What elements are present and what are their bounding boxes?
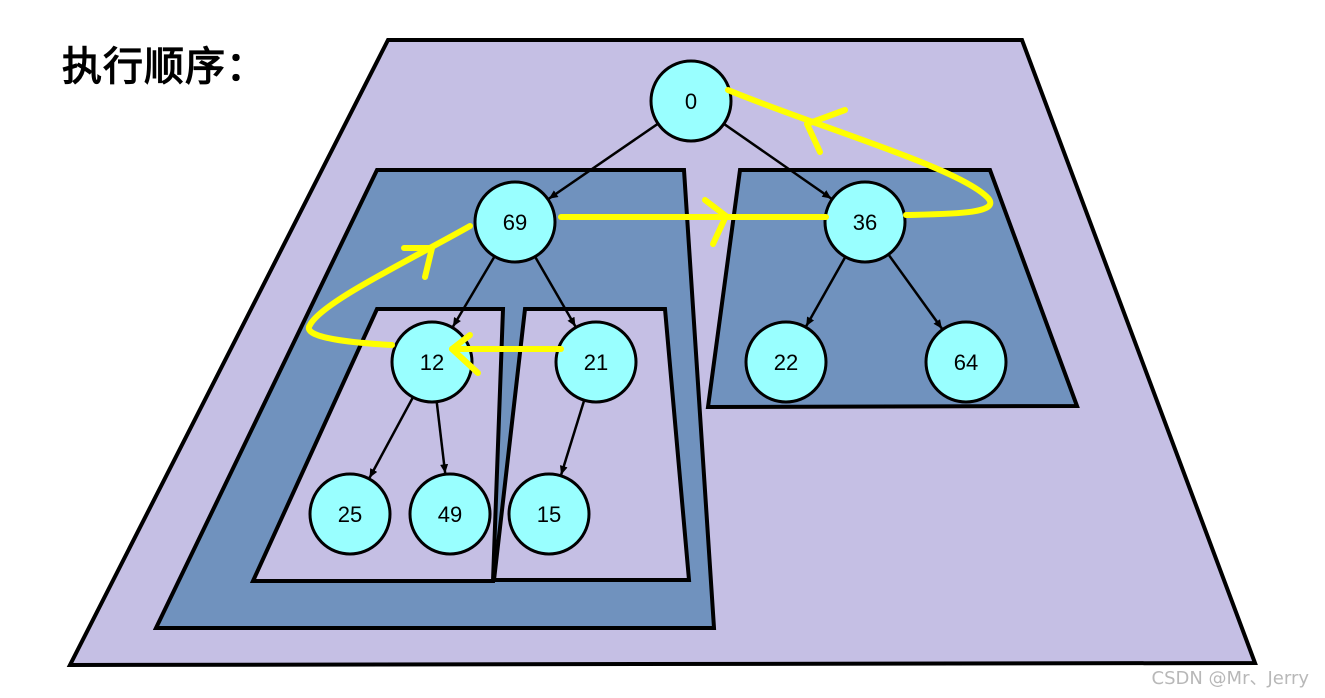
edge-36-to-22 bbox=[805, 256, 847, 327]
tree-node-22: 22 bbox=[744, 320, 828, 404]
tree-nodes: 0 69 36 12 21 22 64 25 49 15 bbox=[308, 59, 1008, 556]
edge-21-to-15 bbox=[559, 399, 586, 476]
tree-node-36: 36 bbox=[823, 180, 907, 264]
edge-0-to-36 bbox=[723, 122, 833, 200]
tree-node-0: 0 bbox=[649, 59, 733, 143]
node-label: 69 bbox=[503, 210, 527, 235]
edge-0-to-69 bbox=[548, 122, 659, 200]
tree-edges bbox=[368, 122, 944, 479]
node-circle bbox=[823, 180, 907, 264]
node-label: 0 bbox=[685, 89, 697, 114]
diagram-title: 执行顺序： bbox=[62, 44, 267, 90]
node-label: 36 bbox=[853, 210, 877, 235]
node-circle bbox=[473, 180, 557, 264]
edge-36-to-64 bbox=[887, 253, 944, 330]
path-segment-12-to-69 bbox=[305, 223, 473, 348]
node-circle bbox=[554, 320, 638, 404]
node-circle bbox=[507, 472, 591, 556]
path-arrow-at-69 bbox=[401, 245, 435, 280]
node-label: 22 bbox=[774, 350, 798, 375]
path-segment-36-to-0 bbox=[725, 87, 994, 218]
tree-node-64: 64 bbox=[924, 320, 1008, 404]
node-label: 25 bbox=[338, 502, 362, 527]
tree-node-21: 21 bbox=[554, 320, 638, 404]
edge-12-to-49 bbox=[435, 401, 449, 474]
tree-node-49: 49 bbox=[408, 472, 492, 556]
node-circle bbox=[390, 320, 474, 404]
node-label: 12 bbox=[420, 350, 444, 375]
edge-69-to-21 bbox=[533, 255, 577, 328]
node-circle bbox=[408, 472, 492, 556]
path-arrow-at-0 bbox=[804, 107, 848, 155]
tree-node-12: 12 bbox=[390, 320, 474, 404]
node-circle bbox=[649, 59, 733, 143]
tree-node-25: 25 bbox=[308, 472, 392, 556]
node-label: 21 bbox=[584, 350, 608, 375]
node-circle bbox=[308, 472, 392, 556]
path-arrow-at-36 bbox=[702, 197, 729, 247]
node-circle bbox=[924, 320, 1008, 404]
tree-node-15: 15 bbox=[507, 472, 591, 556]
node-label: 15 bbox=[537, 502, 561, 527]
watermark: CSDN @Mr、Jerry bbox=[1151, 668, 1310, 689]
node-circle bbox=[744, 320, 828, 404]
tree-node-69: 69 bbox=[473, 180, 557, 264]
node-label: 49 bbox=[438, 502, 462, 527]
edge-69-to-12 bbox=[451, 255, 496, 328]
path-arrow-at-12 bbox=[449, 332, 481, 376]
edge-12-to-25 bbox=[368, 396, 415, 479]
execution-path bbox=[305, 87, 994, 376]
node-label: 64 bbox=[954, 350, 978, 375]
